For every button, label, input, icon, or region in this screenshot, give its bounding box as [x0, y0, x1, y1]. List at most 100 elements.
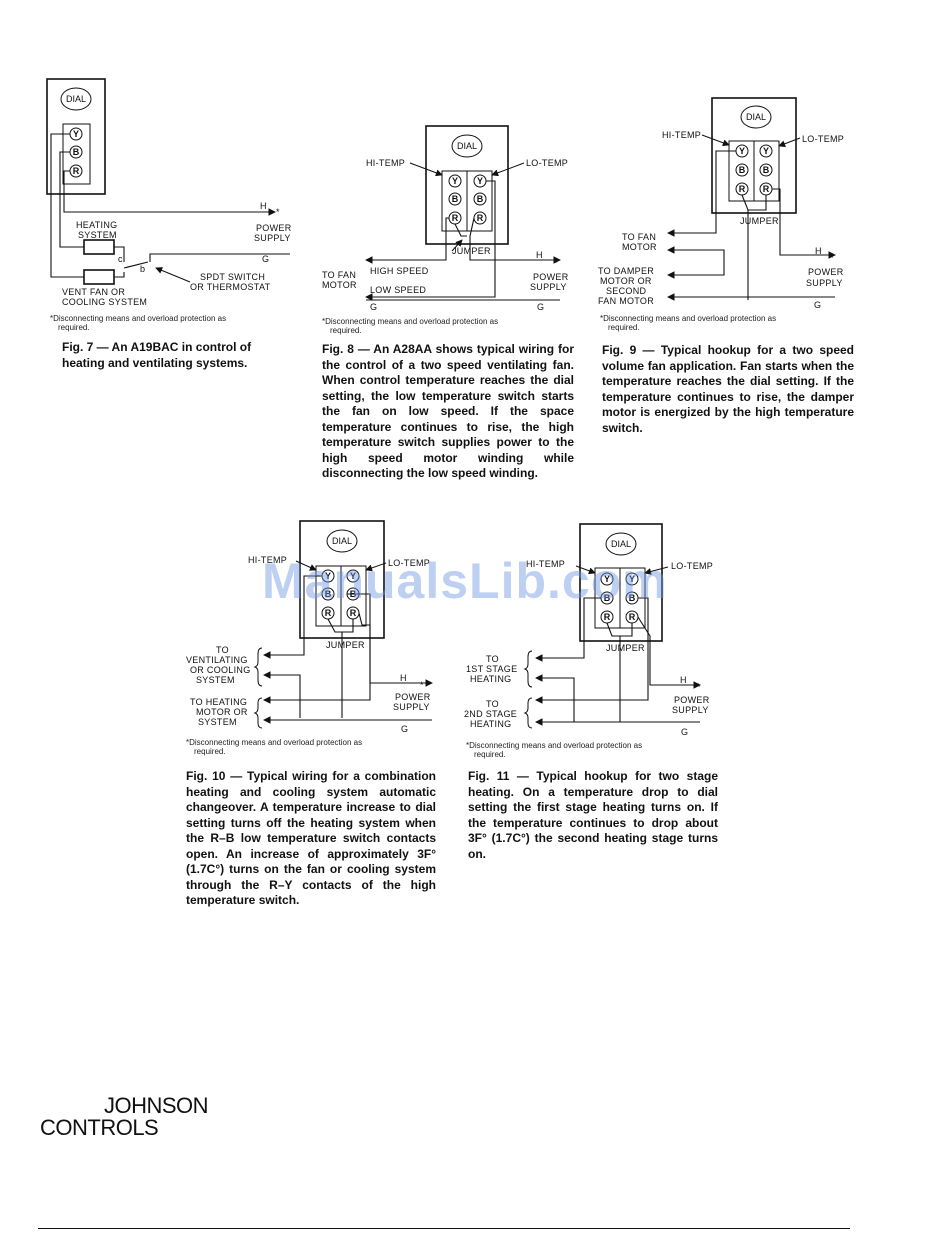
fig10-g-label: G: [401, 724, 408, 734]
fig9-motor-label: MOTOR: [622, 242, 657, 252]
fig7-control-housing: [46, 78, 106, 195]
fig10-wire-vent-return: [263, 671, 301, 718]
fig11-dial-label: DIAL: [611, 539, 631, 549]
fig10-right-r-label: R: [350, 608, 357, 618]
fig7-vent-fan-box: [83, 269, 115, 285]
fig9-wire-fan-damper: [667, 246, 725, 279]
fig9-left-b-label: B: [739, 165, 746, 175]
fig10-diagram: DIAL Y B R Y B R HI-TEMP LO-TEMP JUMPER …: [186, 520, 433, 734]
footer-rule: [38, 1228, 850, 1229]
fig9-h-label: H: [815, 246, 822, 256]
fig8-power-label: POWER: [533, 272, 569, 282]
fig10-h-label: H: [400, 673, 407, 683]
fig10-hi-temp-label: HI-TEMP: [248, 555, 287, 565]
fig9-lo-temp-label: LO-TEMP: [802, 134, 844, 144]
fig10-brace-1: [253, 647, 263, 687]
fig7-terminal-y-label: Y: [73, 129, 79, 139]
fig10-lo-temp-label: LO-TEMP: [388, 558, 430, 568]
fig11-footnote-line2: required.: [474, 750, 506, 759]
fig8-left-b: [448, 192, 462, 206]
fig9-dial-label: DIAL: [746, 112, 766, 122]
fig7-caption: Fig. 7 — An A19BAC in control of heating…: [62, 340, 252, 370]
fig8-wire-high-speed: [365, 217, 449, 264]
fig8-footnote-line2: required.: [330, 326, 362, 335]
fig10-lo-temp-leader: [365, 562, 387, 572]
fig10-caption: Fig. 10 — Typical wiring for a combinati…: [186, 769, 436, 907]
fig8-jumper-leader: [451, 239, 463, 252]
fig11-h-label: H: [680, 675, 687, 685]
fig7-terminal-b-label: B: [73, 147, 80, 157]
fig9-motor-or-label: MOTOR OR: [600, 276, 652, 286]
fig8-right-b: [473, 192, 487, 206]
fig9-to-damper-label: TO DAMPER: [598, 266, 654, 276]
fig10-footnote: *Disconnecting means and overload protec…: [186, 738, 362, 756]
fig11-second-stage-label: 2ND STAGE: [464, 709, 517, 719]
fig11-wire-stage1: [535, 597, 601, 662]
fig7-system-label: SYSTEM: [78, 230, 117, 240]
fig7-asterisk: *: [276, 207, 280, 217]
fig8-left-r-label: R: [452, 213, 459, 223]
logo-line-johnson: JOHNSON: [104, 1093, 209, 1118]
fig8-motor-label: MOTOR: [322, 280, 357, 290]
fig9-left-r-label: R: [739, 184, 746, 194]
fig7-switch-b-label: b: [140, 264, 145, 274]
johnson-controls-logo: JOHNSON CONTROLS: [40, 1093, 240, 1143]
fig8-caption: Fig. 8 — An A28AA shows typical wiring f…: [322, 342, 574, 480]
fig11-left-y-label: Y: [604, 574, 610, 584]
fig7-wire-h: [63, 170, 276, 216]
fig10-footnote-line2: required.: [194, 747, 226, 756]
fig9-right-b: [759, 163, 773, 177]
fig7-footnote: *Disconnecting means and overload protec…: [50, 314, 226, 332]
fig8-hi-temp-label: HI-TEMP: [366, 158, 405, 168]
fig9-footnote: *Disconnecting means and overload protec…: [600, 314, 776, 332]
fig11-heating-label-1: HEATING: [470, 674, 511, 684]
fig11-right-r-label: R: [629, 612, 636, 622]
fig7-cooling-system-label: COOLING SYSTEM: [62, 297, 147, 307]
fig8-dial: [451, 134, 483, 158]
fig8-asterisk: *: [554, 258, 558, 268]
fig7-wire-b: [59, 151, 84, 248]
fig9-hi-temp-leader: [701, 134, 730, 147]
fig8-right-r-label: R: [477, 213, 484, 223]
fig10-jumper-label: JUMPER: [326, 640, 365, 650]
fig7-footnote-line2: required.: [58, 323, 90, 332]
fig8-diagram: DIAL Y B R Y B R HI-TEMP LO-TEMP JUMPER …: [322, 125, 569, 312]
fig10-to-label: TO: [216, 645, 229, 655]
fig8-footnote: *Disconnecting means and overload protec…: [322, 317, 498, 335]
fig8-dial-label: DIAL: [457, 141, 477, 151]
fig8-h-label: H: [536, 250, 543, 260]
fig11-jumper-label: JUMPER: [606, 643, 645, 653]
fig9-second-label: SECOND: [606, 286, 647, 296]
fig11-supply-label: SUPPLY: [672, 705, 709, 715]
fig10-to-heating-label: TO HEATING: [190, 697, 247, 707]
fig8-wire-low-speed: [365, 180, 496, 301]
fig11-left-b-label: B: [604, 593, 611, 603]
fig10-wire-ventilating: [263, 575, 322, 659]
fig8-high-speed-label: HIGH SPEED: [370, 266, 429, 276]
fig9-jumper-label: JUMPER: [740, 216, 779, 226]
fig7-wire-vent: [114, 272, 125, 278]
fig9-right-y: [759, 144, 773, 158]
fig11-hi-temp-label: HI-TEMP: [526, 559, 565, 569]
fig9-g-label: G: [814, 300, 821, 310]
fig11-hi-temp-leader: [575, 565, 596, 575]
fig9-jumper: [741, 194, 767, 211]
fig9-dial: [740, 105, 772, 129]
fig10-footnote-line1: *Disconnecting means and overload protec…: [186, 738, 363, 747]
fig10-dial: [326, 529, 358, 553]
watermark: ManualsLib.com: [262, 553, 668, 609]
fig8-left-b-label: B: [452, 194, 459, 204]
fig9-caption: Fig. 9 — Typical hookup for a two speed …: [602, 343, 854, 435]
fig7-wire-y: [50, 133, 84, 278]
fig7-footnote-line1: *Disconnecting means and overload protec…: [50, 314, 227, 323]
fig7-g-label: G: [262, 254, 269, 264]
fig8-lo-temp-label: LO-TEMP: [526, 158, 568, 168]
fig11-caption: Fig. 11 — Typical hookup for two stage h…: [468, 769, 718, 861]
fig11-heating-label-2: HEATING: [470, 719, 511, 729]
fig7-heating-system-box: [83, 239, 115, 255]
fig9-diagram: DIAL Y B R Y B R HI-TEMP LO-TEMP JUMPER …: [598, 97, 844, 310]
fig10-dial-label: DIAL: [332, 536, 352, 546]
fig8-g-right-label: G: [537, 302, 544, 312]
fig9-wire-h: [772, 188, 836, 259]
